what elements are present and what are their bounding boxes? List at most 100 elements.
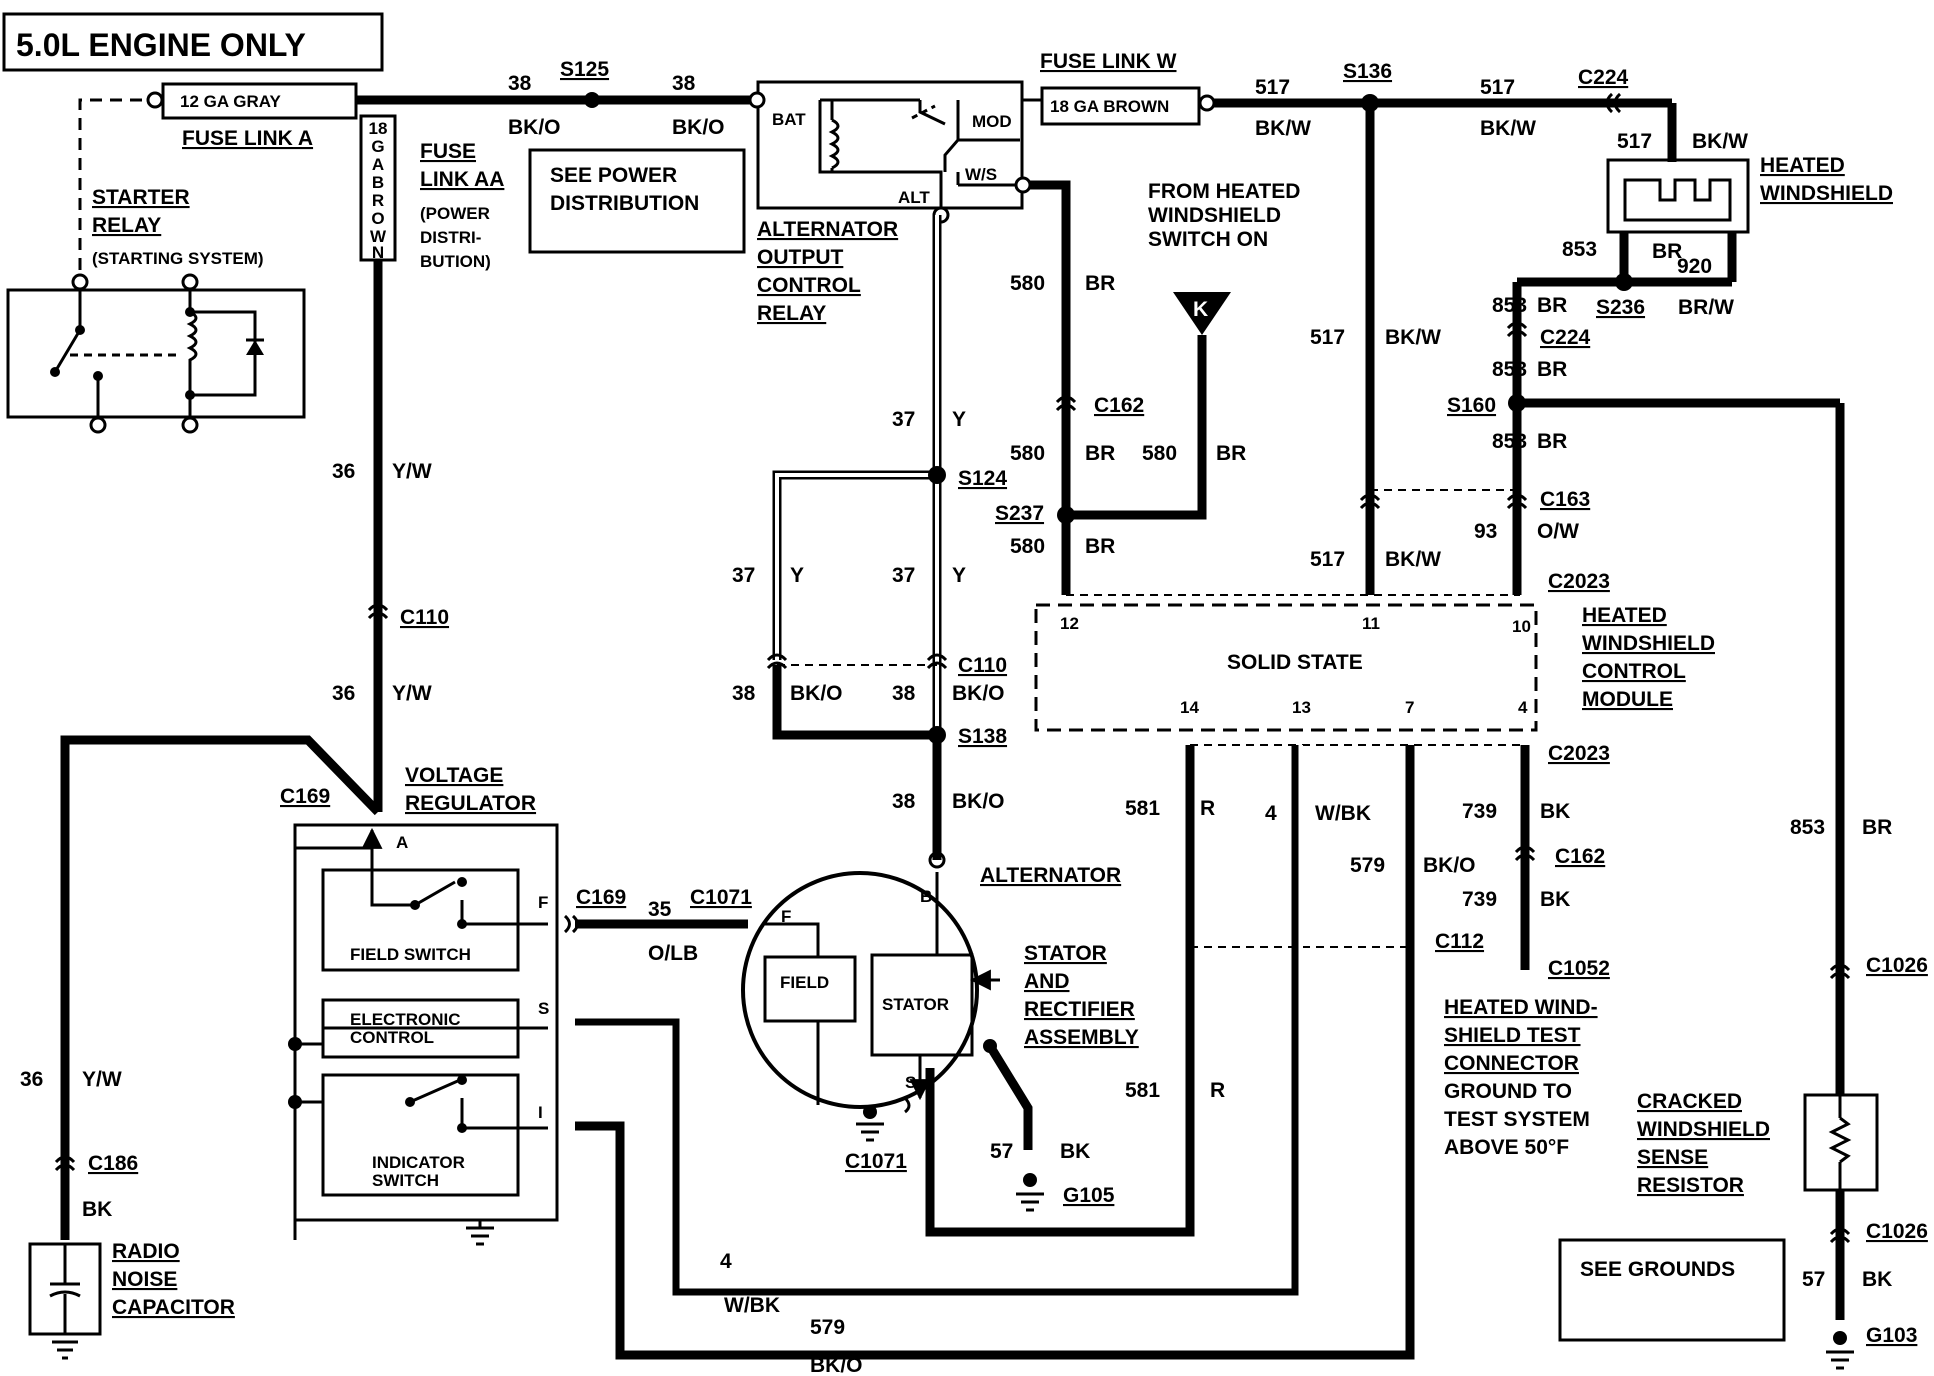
title-box: 5.0L ENGINE ONLY [2,12,384,72]
circuit-37-labels: 37 Y S124 37 Y 37 Y C110 38 BK/O 38 BK/O… [732,408,1007,813]
circuit-38-b: 38 [672,72,696,95]
fuse-aa-note-2: DISTRI- [420,228,481,247]
circuit-37-c: 37 [892,564,915,587]
fuse-link-a-label: FUSE LINK A [182,127,313,150]
circuit-36-labels: 36 Y/W C110 36 Y/W C169 36 Y/W C186 BK [20,460,449,1221]
module-pin-10: 10 [1512,617,1531,636]
top-right-labels: 517 BK/W S136 517 BK/W C224 517 BK/W [1255,60,1748,153]
top-bus-wires [78,95,1677,280]
circuit-yw-c: Y/W [82,1068,122,1091]
vreg-pin-i: I [538,1103,543,1122]
vreg-pin-a: A [396,833,408,852]
conn-c2023-top: C2023 [1548,570,1610,593]
circuit-93: 93 [1474,520,1497,543]
alt-pin-b: B [920,887,932,906]
from-switch-1: FROM HEATED [1148,180,1300,203]
circuit-853-a: 853 [1562,238,1597,261]
circuit-bko-e: BK/O [790,682,843,705]
circuit-517-b: 517 [1480,76,1515,99]
cracked-windshield-resistor: CRACKED WINDSHIELD SENSE RESISTOR C1026 … [1637,1090,1928,1370]
relay-label-1: ALTERNATOR [757,218,898,241]
circuit-br-d: BR [1537,430,1567,453]
circuit-37-a: 37 [892,408,915,431]
circuit-br-f: BR [1085,272,1115,295]
circuit-36-a: 36 [332,460,355,483]
starter-label-1: STARTER [92,186,190,209]
see-power-line2: DISTRIBUTION [550,192,699,215]
circuit-4-b: 4 [720,1250,732,1273]
field-switch-label: FIELD SWITCH [350,945,471,964]
circuit-853-d: 853 [1492,430,1527,453]
circuit-br-a: BR [1652,240,1682,263]
vreg-label-1: VOLTAGE [405,764,503,787]
circuit-bk-d: BK [82,1198,112,1221]
circuit-yw-b: Y/W [392,682,432,705]
relay-label-3: CONTROL [757,274,861,297]
splice-s237-label: S237 [995,502,1044,525]
module-pin-7: 7 [1405,698,1414,717]
conn-c1071-b: C1071 [845,1150,907,1173]
stator-asm-1: STATOR [1024,942,1107,965]
heated-ws-label-1: HEATED [1760,154,1845,177]
alt-stator-label: STATOR [882,995,949,1014]
circuit-36-b: 36 [332,682,355,705]
circuit-bko-b: BK/O [672,116,725,139]
conn-c1052: C1052 [1548,957,1610,980]
conn-c162-a: C162 [1094,394,1144,417]
from-switch-2: WINDSHIELD [1148,204,1281,227]
circuit-580-d: 580 [1010,535,1045,558]
test-label-4: GROUND TO [1444,1080,1572,1103]
test-label-2: SHIELD TEST [1444,1024,1581,1047]
circuit-38-a: 38 [508,72,532,95]
fuse-aa-char-2: A [372,155,384,174]
conn-c224-right: C224 [1540,326,1591,349]
circuit-r-b: R [1210,1079,1225,1102]
conn-c1026-b: C1026 [1866,1220,1928,1243]
circuit-36-wires [60,260,383,1240]
relay-mod: MOD [972,112,1012,131]
circuit-olb: O/LB [648,942,698,965]
circuit-579-b: 579 [810,1316,845,1339]
circuit-581-b: 581 [1125,1079,1160,1102]
circuit-y-b: Y [790,564,804,587]
circuit-853-c: 853 [1492,358,1527,381]
splice-s138-label: S138 [958,725,1007,748]
splice-s160 [1508,394,1526,412]
module-label-1: HEATED [1582,604,1667,627]
starter-label-3: (STARTING SYSTEM) [92,249,264,268]
fuse-aa-char-3: B [372,173,384,192]
test-label-3: CONNECTOR [1444,1052,1579,1075]
circuit-brw: BR/W [1678,296,1734,319]
circuit-br-h: BR [1216,442,1246,465]
conn-c112: C112 [1435,930,1484,953]
circuit-739-b: 739 [1462,888,1497,911]
circuit-bk-e: BK [1060,1140,1090,1163]
module-pin-11: 11 [1362,614,1380,633]
circuit-wbk-b: W/BK [724,1294,780,1317]
fuse-w-label: FUSE LINK W [1040,50,1177,73]
fuse-aa-label-1: FUSE [420,140,476,163]
fuse-aa-char-5: O [371,209,384,228]
circuit-yw-a: Y/W [392,460,432,483]
circuit-bko-a: BK/O [508,116,561,139]
circuit-br-c: BR [1537,358,1567,381]
alt-field-label: FIELD [780,973,829,992]
fuse-link-w: 18 GA BROWN FUSE LINK W [1022,50,1216,126]
circuit-38-c: 38 [732,682,756,705]
cracked-label-3: SENSE [1637,1146,1708,1169]
circuit-38-e: 38 [892,790,916,813]
circuit-517-e: 517 [1310,548,1345,571]
circuit-579-a: 579 [1350,854,1385,877]
circuit-br-i: BR [1085,535,1115,558]
circuit-wbk-a: W/BK [1315,802,1371,825]
fuse-link-aa: 18 G A B R O W N FUSE LINK AA (POWER DIS… [359,114,504,271]
page-title: 5.0L ENGINE ONLY [16,27,306,63]
cracked-label-2: WINDSHIELD [1637,1118,1770,1141]
see-power-line1: SEE POWER [550,164,677,187]
indicator-label-2: SWITCH [372,1171,439,1190]
conn-c1026-a: C1026 [1866,954,1928,977]
conn-c1071-a: C1071 [690,886,752,909]
circuit-739-a: 739 [1462,800,1497,823]
see-power-box: SEE POWER DISTRIBUTION [528,148,746,254]
module-label-2: WINDSHIELD [1582,632,1715,655]
